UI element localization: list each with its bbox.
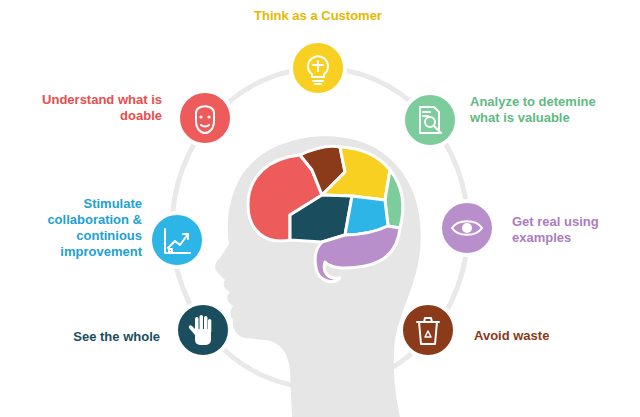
icon-stroke: [425, 331, 431, 337]
waste-node: Avoid waste: [401, 303, 455, 357]
node-label: Analyze to detemine what is valuable: [470, 94, 615, 126]
icon: [196, 106, 214, 133]
node-label: See the whole: [73, 329, 160, 345]
node-label: Get real using examples: [512, 214, 612, 246]
circle-badge: [150, 213, 204, 267]
node-label: Understand what is doable: [37, 92, 162, 124]
circle-badge: [403, 93, 457, 147]
circle-badge: [178, 91, 232, 145]
icon-stroke: [452, 221, 482, 235]
icon-circle: [150, 213, 204, 267]
icon: [308, 56, 328, 84]
node-label: Avoid waste: [474, 328, 549, 344]
icon-circle: [176, 303, 230, 357]
icon-stroke: [207, 115, 210, 118]
collaboration-node: Stimulate collaboration & continious imp…: [150, 213, 204, 267]
icon-stroke: [208, 319, 211, 333]
icon-stroke: [165, 229, 190, 253]
doable-node: Understand what is doable: [178, 91, 232, 145]
icon: [165, 229, 190, 253]
icon: [189, 315, 212, 345]
icon-stroke: [168, 234, 188, 248]
brain-purple: [315, 226, 400, 282]
icon-stroke: [189, 325, 197, 335]
circle-badge: [401, 303, 455, 357]
circle-badge: [440, 201, 494, 255]
icon-stroke: [199, 115, 202, 118]
icon-circle: [401, 303, 455, 357]
icon-stroke: [423, 112, 441, 133]
icon-circle: [291, 41, 345, 95]
brain-yellow: [322, 147, 390, 200]
icon-stroke: [169, 249, 172, 252]
icon-stroke: [201, 125, 209, 127]
icon-stroke: [313, 61, 323, 84]
head-silhouette: [215, 136, 421, 417]
icon-stroke: [204, 316, 208, 333]
brain: [248, 146, 403, 281]
icon: [452, 221, 482, 235]
examples-node: Get real using examples: [440, 201, 494, 255]
icon: [417, 318, 439, 344]
icon-circle: [403, 93, 457, 147]
icon-circle: [178, 91, 232, 145]
icon-stroke: [462, 223, 472, 233]
customer-node: Think as a Customer: [291, 41, 345, 95]
circle-badge: [291, 41, 345, 95]
analyze-node: Analyze to detemine what is valuable: [403, 93, 457, 147]
whole-node: See the whole: [176, 303, 230, 357]
icon-stroke: [200, 315, 204, 332]
icon: [420, 107, 441, 133]
icon-stroke: [417, 318, 439, 344]
icon-circle: [440, 201, 494, 255]
node-label: Stimulate collaboration & continious imp…: [34, 196, 142, 260]
circle-badge: [176, 303, 230, 357]
icon-stroke: [196, 106, 214, 133]
node-label: Think as a Customer: [254, 8, 382, 24]
